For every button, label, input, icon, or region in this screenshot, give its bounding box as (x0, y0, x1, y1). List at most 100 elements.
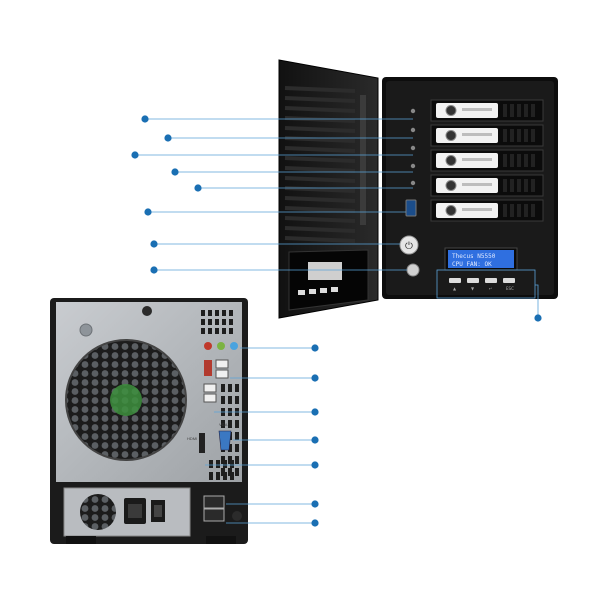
callout-dot (131, 151, 139, 159)
vent-slot (209, 472, 213, 480)
vent-slot (229, 328, 233, 334)
lan-port-2[interactable] (203, 508, 225, 522)
vent-slot (222, 319, 226, 325)
usb-port-1[interactable] (215, 359, 229, 369)
vent-slot (235, 456, 239, 464)
hdmi-label: HDMI (187, 436, 197, 441)
audio-jack-green[interactable] (217, 342, 225, 350)
audio-jack-blue[interactable] (230, 342, 238, 350)
door-slat (284, 146, 356, 153)
status-led-column (410, 108, 416, 186)
lcd-line-1: Thecus N5550 (452, 253, 496, 260)
vent-slot (221, 396, 225, 404)
tray-lock (445, 130, 457, 141)
callout (164, 134, 413, 142)
power-button[interactable] (399, 235, 419, 255)
door-slat (284, 196, 356, 203)
lcd-line-2: CPU FAN: OK (452, 261, 492, 268)
door-slat (284, 96, 356, 103)
drive-bay (430, 99, 544, 122)
vent-slot (221, 384, 225, 392)
tray-lock (445, 205, 457, 216)
audio-jack-red[interactable] (204, 342, 212, 350)
usb-port-2[interactable] (215, 369, 229, 379)
svg-text:↵: ↵ (489, 286, 492, 291)
callout (214, 408, 319, 416)
vent-slot (228, 444, 232, 452)
usb-port-4[interactable] (203, 393, 217, 403)
callout-dot (150, 266, 158, 274)
callout-dot (164, 134, 172, 142)
callout-dot (171, 168, 179, 176)
vent-slot (229, 310, 233, 316)
vga-label: VGA (219, 422, 228, 427)
vent-slot (215, 328, 219, 334)
door-slat (284, 116, 356, 123)
door-slat (284, 226, 356, 233)
lcd-button-marks: ▲ ▼ ↵ ESC (453, 286, 514, 291)
vent-slot (235, 468, 239, 476)
vent-slot (235, 432, 239, 440)
svg-text:▲: ▲ (453, 286, 457, 291)
callout-dot (311, 500, 319, 508)
svg-text:⏻: ⏻ (405, 241, 413, 252)
callout (144, 208, 406, 216)
front-nas-unit: ⏻ Thecus N5550 CPU FAN: OK ▲ ▼ ↵ ESC (278, 59, 558, 319)
callout-dot (311, 436, 319, 444)
vent-slot (230, 460, 234, 468)
vent-slot (216, 460, 220, 468)
front-usb-port (405, 199, 417, 217)
vent-slot (228, 396, 232, 404)
vga-port[interactable] (218, 430, 232, 451)
callout-dot (311, 519, 319, 527)
vent-slot (229, 319, 233, 325)
vent-slot (215, 319, 219, 325)
lan-port-1[interactable] (203, 495, 225, 509)
callout-dot (534, 314, 542, 322)
callout-dot (150, 240, 158, 248)
callout (233, 436, 319, 444)
door-slat (284, 206, 356, 213)
door-vent-slats (284, 86, 356, 243)
door-slat (284, 176, 356, 183)
callout (150, 240, 400, 248)
drive-bay (430, 124, 544, 147)
vent-slot (215, 310, 219, 316)
drive-bay (430, 199, 544, 222)
door-window (360, 95, 366, 225)
door-slat (284, 106, 356, 113)
tray-lock (445, 105, 457, 116)
vent-slot (223, 460, 227, 468)
vent-slot (235, 420, 239, 428)
vent-slot (235, 396, 239, 404)
vent-slot (228, 420, 232, 428)
tray-lock (445, 180, 457, 191)
front-door (278, 59, 379, 319)
callout (150, 266, 407, 274)
vent-slot (201, 328, 205, 334)
vent-slot (208, 328, 212, 334)
vent-slot (208, 310, 212, 316)
callout (240, 344, 319, 352)
callout (131, 151, 413, 159)
callouts (131, 115, 542, 527)
lcd-buttons[interactable] (449, 278, 515, 283)
vent-slot (223, 472, 227, 480)
vent-slot (222, 310, 226, 316)
door-slat (284, 216, 356, 223)
usb-port-3[interactable] (203, 383, 217, 393)
vent-slot (221, 420, 225, 428)
copy-button[interactable] (406, 263, 420, 277)
callout (230, 374, 319, 382)
vent-slot (235, 384, 239, 392)
svg-text:ESC: ESC (506, 286, 514, 291)
usb3-port[interactable] (204, 360, 212, 376)
lcd-buttons-outline (436, 269, 536, 299)
callout-dot (311, 461, 319, 469)
door-slat (284, 86, 356, 93)
vent-slot (235, 444, 239, 452)
door-slat (284, 126, 356, 133)
hdmi-port[interactable] (199, 433, 205, 453)
lcd-display (448, 250, 514, 268)
